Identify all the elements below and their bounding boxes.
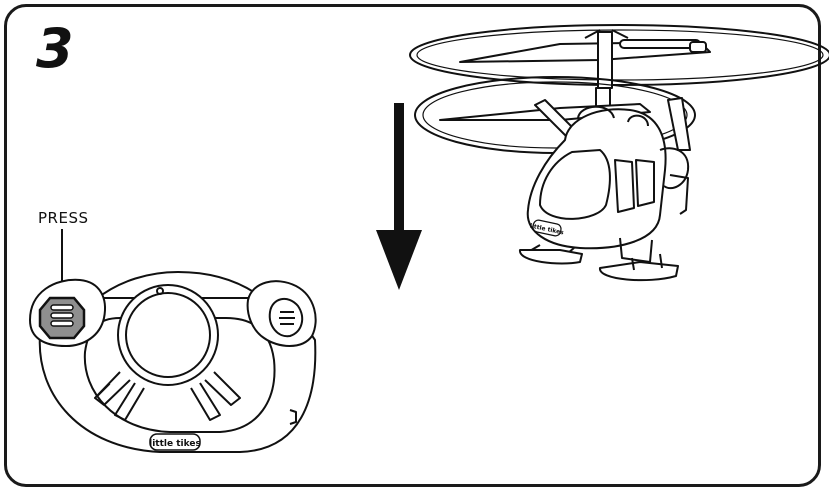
- controller-logo: little tikes: [149, 433, 201, 451]
- controller-logo-text: little tikes: [149, 439, 201, 449]
- step-number: 3: [36, 17, 74, 80]
- remote-controller: [29, 271, 317, 453]
- down-arrow-icon: [376, 103, 422, 290]
- press-label: PRESS: [38, 209, 89, 227]
- helicopter: [409, 24, 829, 282]
- left-button-pressed: [38, 296, 86, 340]
